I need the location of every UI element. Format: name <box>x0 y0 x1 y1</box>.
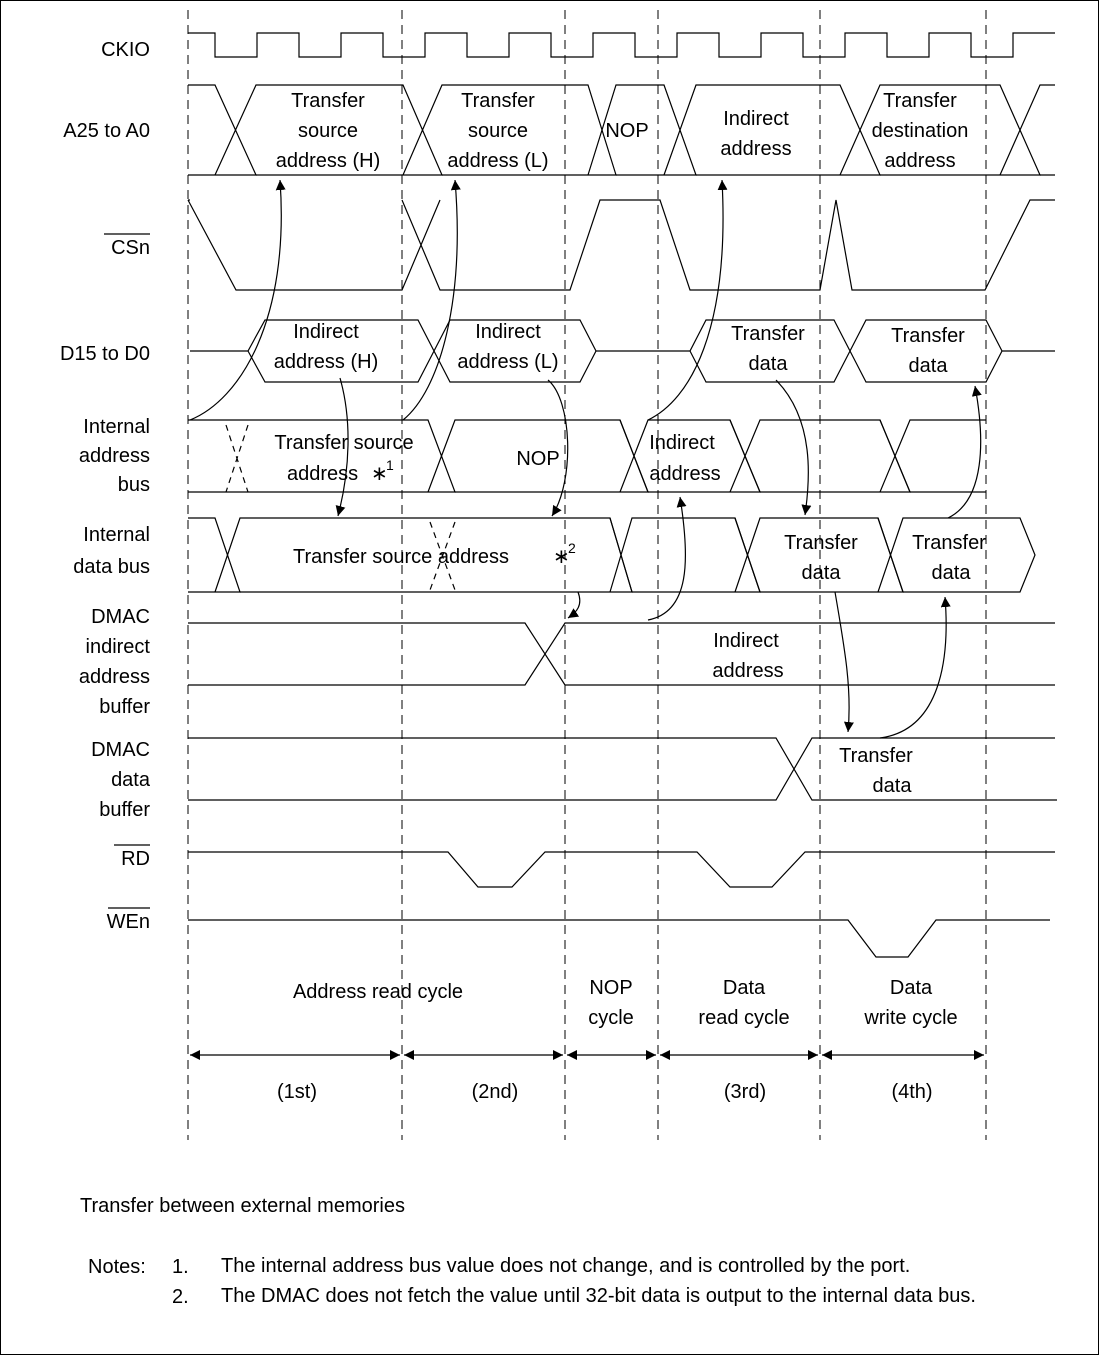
cycle1-label: Address read cycle <box>293 981 463 1003</box>
d-seg2-line1: Indirect <box>475 321 541 343</box>
dmac-data-value-line1: Transfer <box>839 745 913 767</box>
wen-waveform <box>188 919 1050 958</box>
int-addr-seg3-line1: Indirect <box>649 432 715 454</box>
label-int-addr-3: bus <box>118 474 150 496</box>
a-seg1-line1: Transfer <box>291 90 365 112</box>
cycle4-label-line2: write cycle <box>863 1007 957 1029</box>
a-seg5-line3: address <box>884 150 955 172</box>
a-seg1-line2: source <box>298 120 358 142</box>
label-dmac-data-2: data <box>111 769 151 791</box>
int-addr-seg3-line2: address <box>649 463 720 485</box>
cs-waveform <box>187 199 1055 291</box>
rd-waveform <box>188 851 1055 888</box>
label-a25-a0: A25 to A0 <box>63 120 150 142</box>
cycle-number-4th: (4th) <box>891 1081 932 1103</box>
a-seg1-line3: address (H) <box>276 150 380 172</box>
d-seg1-line1: Indirect <box>293 321 359 343</box>
int-data-seg3-line1: Transfer <box>912 532 986 554</box>
label-dmac-data-1: DMAC <box>91 739 150 761</box>
dmac-texts: Indirect address Transfer data <box>712 630 913 797</box>
notes-label: Notes: <box>88 1256 146 1278</box>
dmac-ind-value-line1: Indirect <box>713 630 779 652</box>
a-seg2-line2: source <box>468 120 528 142</box>
int-data-x-mark <box>429 521 456 591</box>
flow-arrows <box>189 179 982 739</box>
cycle-number-2nd: (2nd) <box>472 1081 519 1103</box>
int-addr-seg2: NOP <box>516 448 559 470</box>
a-bus-texts: Transfer source address (H) Transfer sou… <box>276 90 969 172</box>
figure-caption: Transfer between external memories <box>80 1195 405 1217</box>
label-dmac-ind-1: DMAC <box>91 606 150 628</box>
int-addr-note-ref: 1 <box>386 457 394 473</box>
d-seg4-line1: Transfer <box>891 325 965 347</box>
int-addr-asterisk1: ∗ <box>371 463 388 485</box>
note-1-number: 1. <box>172 1256 189 1278</box>
ckio-waveform <box>188 32 1055 58</box>
label-dmac-ind-3: address <box>79 666 150 688</box>
label-ckio: CKIO <box>101 39 150 61</box>
label-dmac-ind-2: indirect <box>86 636 151 658</box>
cycle3-label-line1: Data <box>723 977 766 999</box>
int-data-seg3-line2: data <box>932 562 972 584</box>
int-data-asterisk2: ∗ <box>553 546 570 568</box>
cycle3-label-line2: read cycle <box>698 1007 789 1029</box>
int-data-texts: Transfer source address ∗ 2 Transfer dat… <box>293 532 986 584</box>
dmac-data-waveform <box>188 737 1057 801</box>
note-2-number: 2. <box>172 1286 189 1308</box>
cycle-number-1st: (1st) <box>277 1081 317 1103</box>
cycle-number-3rd: (3rd) <box>724 1081 766 1103</box>
dmac-data-value-line2: data <box>873 775 913 797</box>
a-seg2-line1: Transfer <box>461 90 535 112</box>
d-seg1-line2: address (H) <box>274 351 378 373</box>
a-seg2-line3: address (L) <box>447 150 548 172</box>
int-addr-bus-waveform <box>188 419 986 493</box>
signal-labels: CKIO A25 to A0 CSn D15 to D0 Internal ad… <box>60 39 151 933</box>
int-addr-texts: Transfer source address ∗ 1 NOP Indirect… <box>274 432 720 485</box>
cycle2-label-line1: NOP <box>589 977 632 999</box>
cycle-boundaries <box>187 10 987 1140</box>
label-int-data-2: data bus <box>73 556 150 578</box>
int-data-note-ref: 2 <box>568 540 576 556</box>
a-seg5-line1: Transfer <box>883 90 957 112</box>
a-seg5-line2: destination <box>872 120 969 142</box>
label-d15-d0: D15 to D0 <box>60 343 150 365</box>
label-dmac-ind-4: buffer <box>99 696 150 718</box>
int-data-seg2-line2: data <box>802 562 842 584</box>
a-seg4-line2: address <box>720 138 791 160</box>
a-bus-waveform <box>188 84 1055 176</box>
d-seg2-line2: address (L) <box>457 351 558 373</box>
label-int-addr-2: address <box>79 445 150 467</box>
overbars <box>104 233 150 909</box>
int-data-seg2-line1: Transfer <box>784 532 858 554</box>
d-seg4-line2: data <box>909 355 949 377</box>
int-addr-seg1-line2: address <box>287 463 358 485</box>
label-int-data-1: Internal <box>83 524 150 546</box>
dmac-ind-waveform <box>188 622 1055 686</box>
label-dmac-data-3: buffer <box>99 799 150 821</box>
cycle2-label-line2: cycle <box>588 1007 634 1029</box>
int-data-bus-waveform <box>188 517 1036 593</box>
a-seg4-line1: Indirect <box>723 108 789 130</box>
label-rd: RD <box>121 848 150 870</box>
int-addr-seg1-line1: Transfer source <box>274 432 413 454</box>
label-csn: CSn <box>111 237 150 259</box>
note-1-text: The internal address bus value does not … <box>221 1255 911 1277</box>
label-int-addr-1: Internal <box>83 416 150 438</box>
int-data-seg1: Transfer source address <box>293 546 509 568</box>
dmac-ind-value-line2: address <box>712 660 783 682</box>
d-seg3-line1: Transfer <box>731 323 805 345</box>
a-seg3: NOP <box>605 120 648 142</box>
cycle-labels: Address read cycle NOP cycle Data read c… <box>277 977 958 1103</box>
label-wen: WEn <box>107 911 150 933</box>
note-2-text: The DMAC does not fetch the value until … <box>221 1285 976 1307</box>
cycle4-label-line1: Data <box>890 977 933 999</box>
d-bus-texts: Indirect address (H) Indirect address (L… <box>274 321 965 377</box>
int-addr-x-mark <box>225 424 249 493</box>
d-seg3-line2: data <box>749 353 789 375</box>
